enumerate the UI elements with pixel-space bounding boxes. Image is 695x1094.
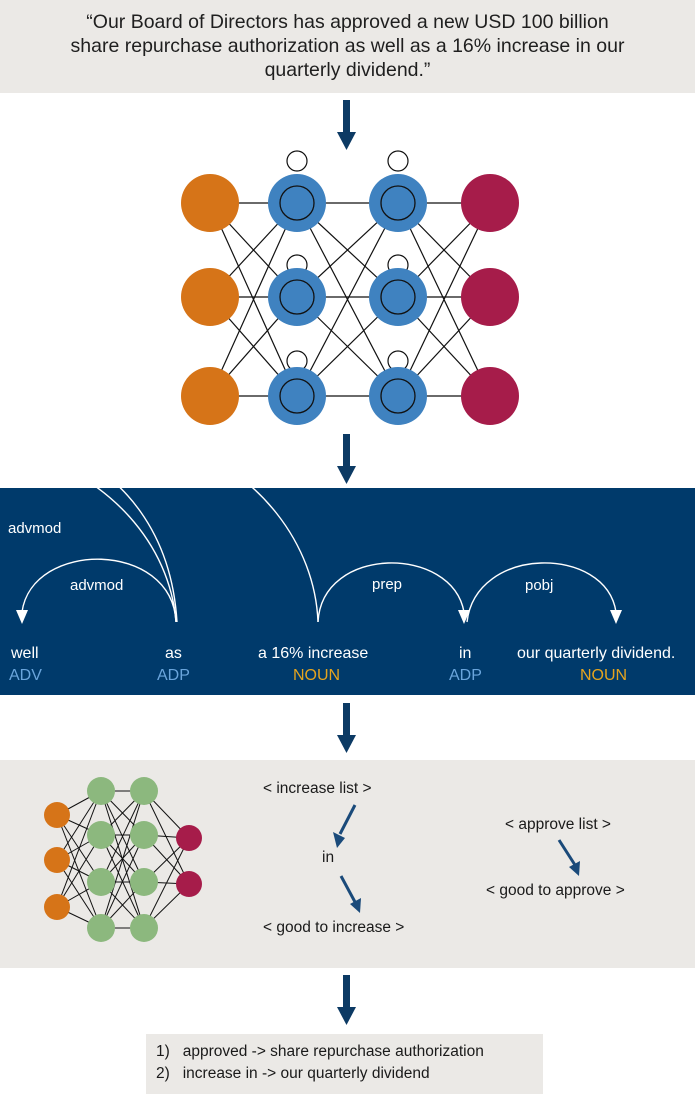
small-input-node bbox=[44, 894, 70, 920]
arc-label-prep: prep bbox=[372, 576, 403, 593]
quote-text: “Our Board of Directors has approved a n… bbox=[40, 10, 655, 82]
small-output-node bbox=[176, 825, 202, 851]
token-pos: ADP bbox=[157, 667, 190, 684]
token-word: our quarterly dividend. bbox=[517, 645, 676, 662]
small-output-nodes bbox=[176, 825, 202, 897]
arrow-down-3 bbox=[337, 703, 356, 753]
token-word: in bbox=[459, 645, 472, 662]
result-item: 2) increase in -> our quarterly dividend bbox=[156, 1065, 430, 1083]
quote-line-1: “Our Board of Directors has approved a n… bbox=[86, 11, 609, 33]
hidden-node bbox=[369, 174, 427, 232]
hidden-node bbox=[369, 367, 427, 425]
dependency-parse-band: advmod advmod prep pobj well ADV as ADP … bbox=[0, 488, 695, 695]
in-label: in bbox=[322, 849, 335, 866]
small-input-nodes bbox=[44, 802, 70, 920]
hidden-node bbox=[268, 268, 326, 326]
arc-label-pobj: pobj bbox=[525, 577, 554, 594]
hidden-layer-nodes bbox=[268, 174, 427, 425]
token-pos: ADP bbox=[449, 667, 482, 684]
token-word: as bbox=[165, 645, 182, 662]
small-hidden-nodes bbox=[87, 777, 158, 942]
hidden-node bbox=[268, 367, 326, 425]
arrow-down-2 bbox=[337, 434, 356, 484]
arrow-down-4 bbox=[337, 975, 356, 1025]
small-hidden-node bbox=[130, 868, 158, 896]
output-node bbox=[461, 174, 519, 232]
rules-band: < increase list > in < good to increase … bbox=[0, 760, 695, 968]
recurrent-network-diagram bbox=[181, 150, 519, 425]
rule-arrows bbox=[333, 804, 580, 913]
arrow-down-1 bbox=[337, 100, 356, 150]
input-node bbox=[181, 268, 239, 326]
good-to-increase-label: < good to increase > bbox=[263, 919, 405, 936]
small-hidden-node bbox=[130, 821, 158, 849]
arc-label-advmod-outer: advmod bbox=[8, 520, 62, 537]
input-node bbox=[181, 367, 239, 425]
hidden-node bbox=[369, 268, 427, 326]
token-pos: NOUN bbox=[580, 667, 628, 684]
small-hidden-node bbox=[87, 914, 115, 942]
token-pos: NOUN bbox=[293, 667, 341, 684]
output-layer-nodes bbox=[461, 174, 519, 425]
token-pos: ADV bbox=[9, 667, 42, 684]
small-input-node bbox=[44, 802, 70, 828]
arc-label-advmod: advmod bbox=[70, 577, 124, 594]
small-hidden-node bbox=[87, 821, 115, 849]
quote-box: “Our Board of Directors has approved a n… bbox=[0, 0, 695, 93]
small-hidden-node bbox=[130, 777, 158, 805]
dependency-arcs bbox=[16, 488, 622, 624]
result-box: 1) approved -> share repurchase authoriz… bbox=[146, 1034, 543, 1094]
good-to-approve-label: < good to approve > bbox=[486, 882, 625, 899]
hidden-node bbox=[268, 174, 326, 232]
token-word: well bbox=[11, 645, 39, 662]
small-output-node bbox=[176, 871, 202, 897]
output-node bbox=[461, 367, 519, 425]
output-node bbox=[461, 268, 519, 326]
quote-line-3: quarterly dividend.” bbox=[264, 59, 431, 81]
result-item: 1) approved -> share repurchase authoriz… bbox=[156, 1043, 484, 1061]
input-node bbox=[181, 174, 239, 232]
increase-list-label: < increase list > bbox=[263, 780, 372, 797]
small-network-diagram bbox=[44, 777, 580, 942]
small-hidden-node bbox=[87, 868, 115, 896]
result-number: 1) bbox=[156, 1043, 170, 1060]
result-number: 2) bbox=[156, 1065, 170, 1082]
small-hidden-node bbox=[130, 914, 158, 942]
input-layer-nodes bbox=[181, 174, 239, 425]
result-text: approved -> share repurchase authorizati… bbox=[182, 1043, 484, 1060]
token-word: a 16% increase bbox=[258, 645, 369, 662]
result-text: increase in -> our quarterly dividend bbox=[182, 1065, 430, 1082]
small-input-node bbox=[44, 847, 70, 873]
small-hidden-node bbox=[87, 777, 115, 805]
approve-list-label: < approve list > bbox=[505, 816, 611, 833]
quote-line-2: share repurchase authorization as well a… bbox=[70, 35, 625, 57]
